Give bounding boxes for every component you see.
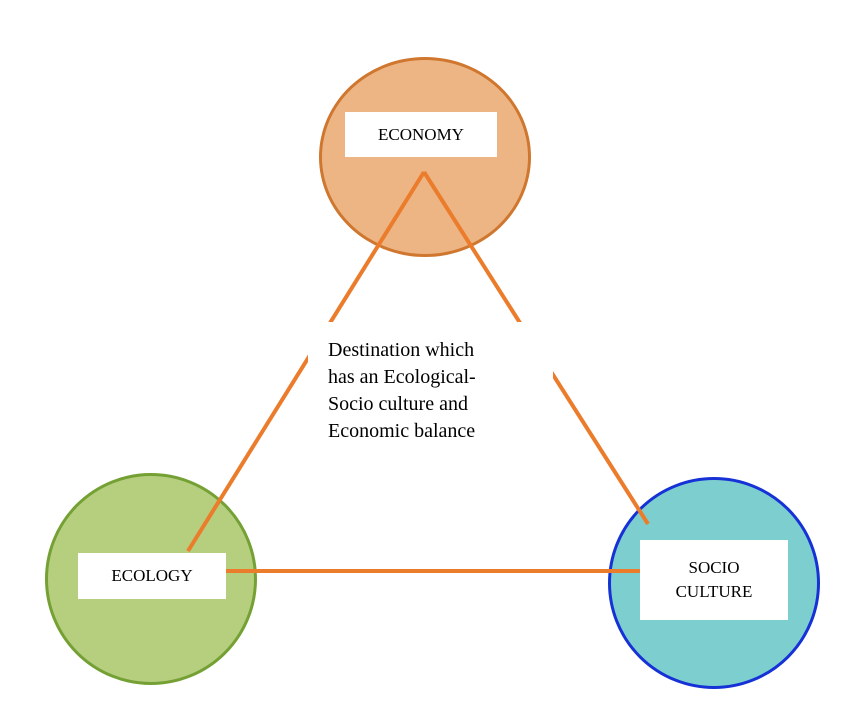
ecology-label-box: ECOLOGY xyxy=(78,553,226,599)
socio-culture-label-box: SOCIO CULTURE xyxy=(640,540,788,620)
center-label: Destination which has an Ecological- Soc… xyxy=(328,339,476,442)
center-label-box: Destination which has an Ecological- Soc… xyxy=(308,322,553,464)
ecology-label: ECOLOGY xyxy=(111,566,193,585)
economy-ecology-connector xyxy=(186,170,426,553)
socio-culture-label: SOCIO CULTURE xyxy=(675,558,753,601)
economy-circle xyxy=(319,57,531,257)
economy-label-box: ECONOMY xyxy=(345,112,497,157)
economy-label: ECONOMY xyxy=(378,124,464,144)
